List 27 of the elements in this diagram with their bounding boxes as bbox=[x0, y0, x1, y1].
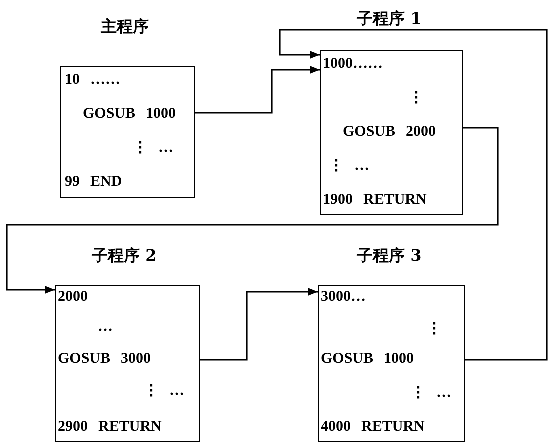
code-line: ⋮ … bbox=[133, 139, 174, 157]
program-title: 子程序 3 bbox=[357, 246, 422, 266]
code-line: ⋮ … bbox=[329, 157, 370, 175]
code-line: GOSUB 1000 bbox=[83, 105, 176, 123]
program-title: 子程序 2 bbox=[92, 246, 157, 266]
code-line: ⋮ … bbox=[144, 382, 184, 400]
code-line: ⋮ … bbox=[411, 384, 452, 402]
code-line: 2900 RETURN bbox=[58, 418, 162, 436]
arrow bbox=[6, 127, 499, 294]
code-line: 3000… bbox=[321, 288, 366, 306]
code-line: GOSUB 3000 bbox=[58, 350, 152, 368]
code-line: GOSUB 1000 bbox=[321, 350, 414, 368]
code-line: GOSUB 2000 bbox=[343, 123, 436, 141]
code-line: 10 …… bbox=[65, 71, 120, 89]
program-title: 主程序 bbox=[101, 17, 149, 37]
code-line: 99 END bbox=[65, 173, 122, 191]
arrow bbox=[195, 66, 320, 114]
arrow bbox=[279, 29, 548, 361]
code-line: 4000 RETURN bbox=[321, 418, 425, 436]
arrow bbox=[200, 288, 318, 361]
code-line: ⋮ bbox=[427, 320, 442, 338]
code-line: 1900 RETURN bbox=[323, 191, 427, 209]
code-line: 2000 bbox=[58, 288, 88, 306]
code-line: ⋮ bbox=[409, 89, 424, 107]
code-line: … bbox=[98, 318, 113, 336]
program-title: 子程序 1 bbox=[357, 9, 422, 29]
code-line: 1000…… bbox=[323, 55, 383, 73]
